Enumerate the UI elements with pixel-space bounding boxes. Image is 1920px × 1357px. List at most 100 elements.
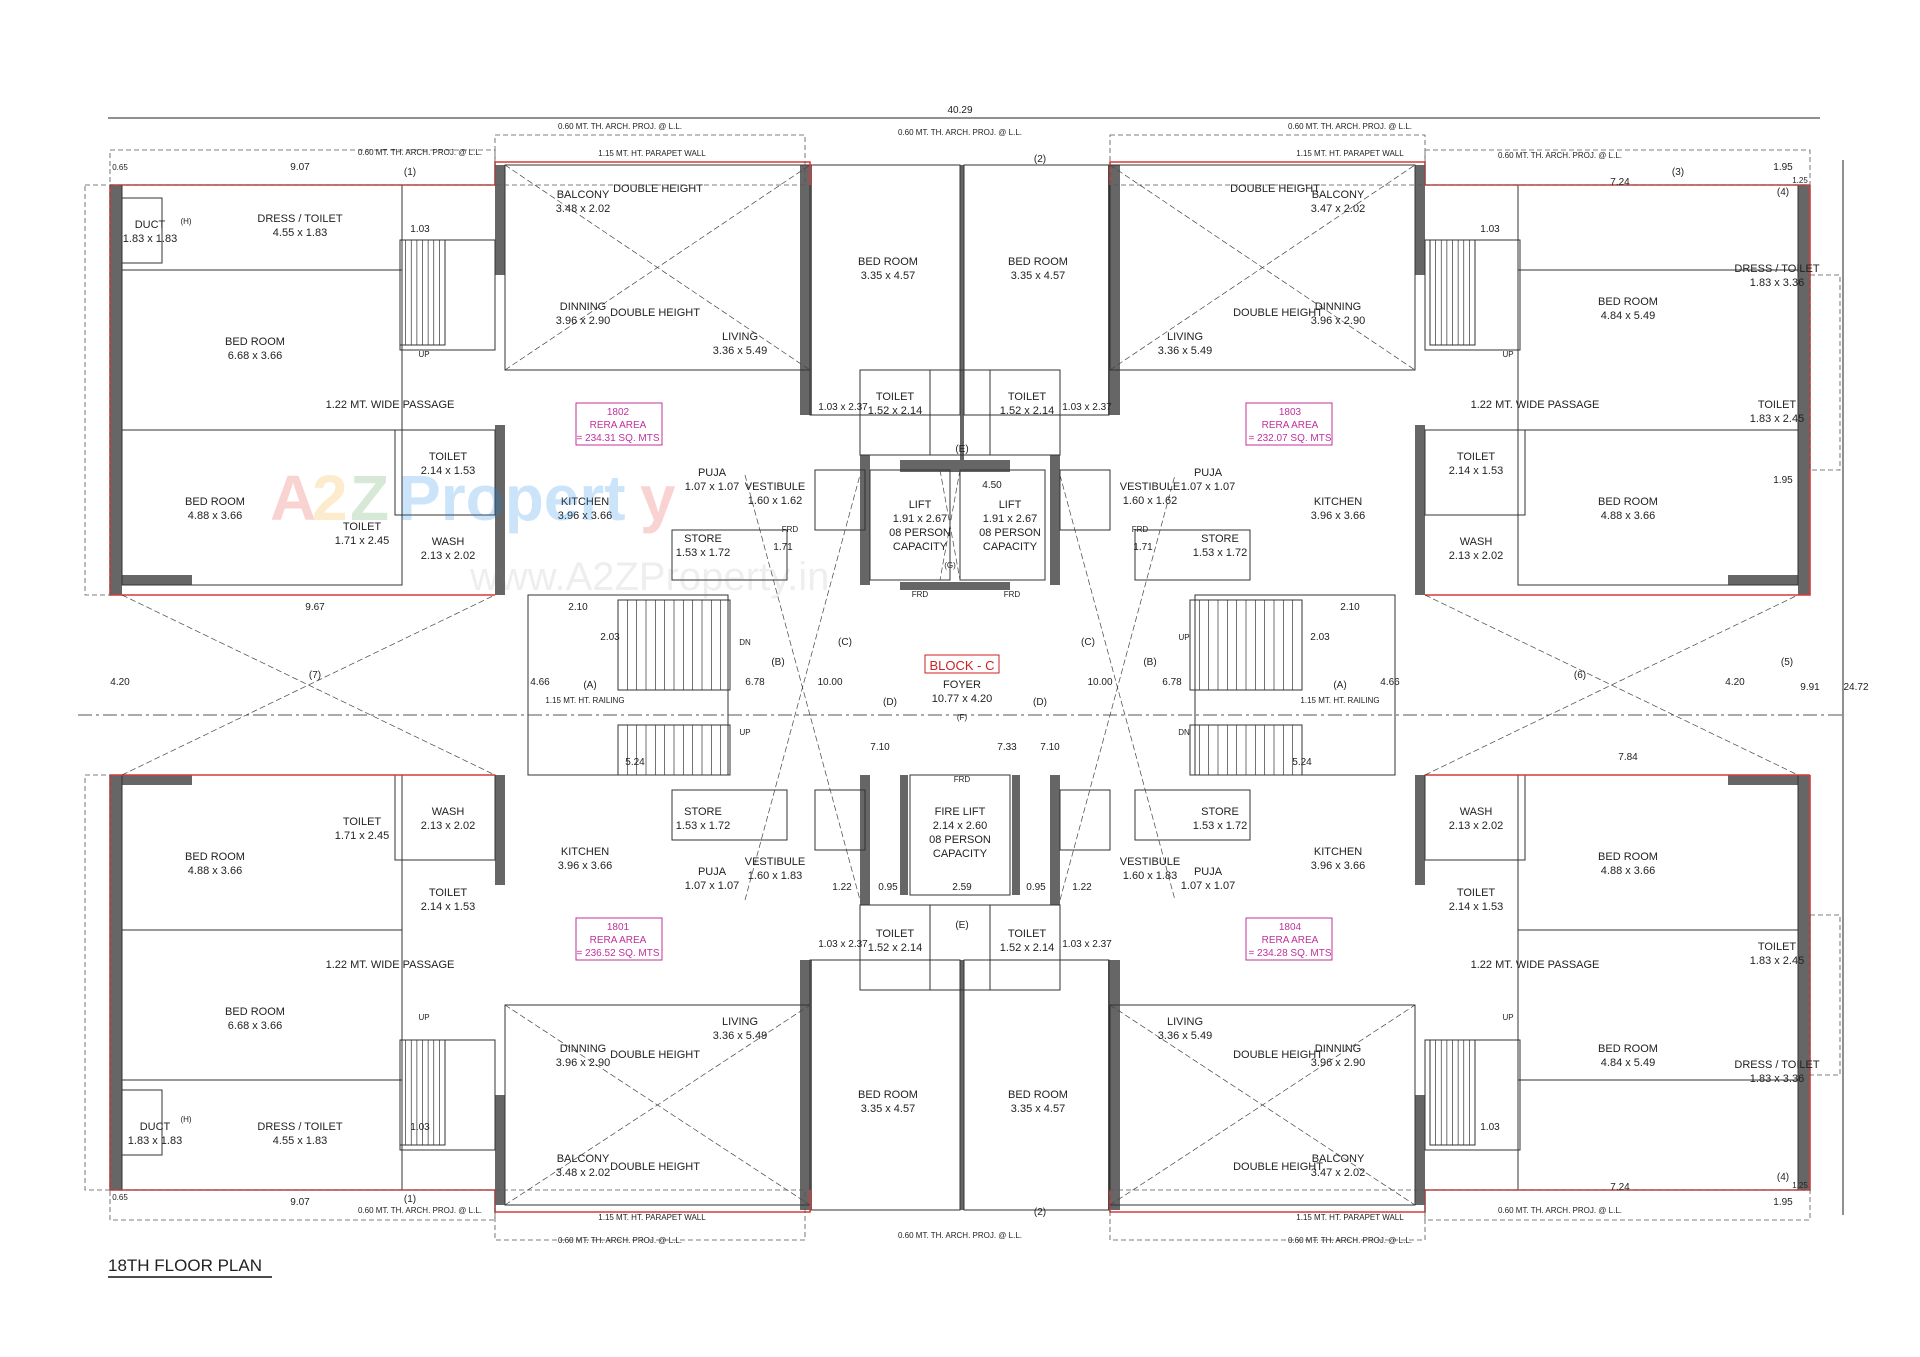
- wall-3: [1798, 775, 1810, 1190]
- label-labels-double_height: DOUBLE HEIGHT: [1233, 307, 1323, 319]
- label-dims-d1000: 10.00: [817, 677, 842, 688]
- wall-13: [1050, 455, 1060, 585]
- label-units-1-no: 1803: [1279, 407, 1302, 418]
- label-dims-d171: 1.71: [773, 542, 793, 553]
- room-outline-44: [1424, 239, 1521, 351]
- svg-text:A: A: [270, 462, 316, 534]
- label-rooms-duct_h-name: DUCT: [140, 1121, 171, 1133]
- label-rooms-balcony_r-name: BALCONY: [1312, 1153, 1365, 1165]
- label-labels-up: UP: [1178, 633, 1189, 642]
- label-rooms-bed_mid-name: BED ROOM: [185, 851, 245, 863]
- label-rooms-living-size: 3.36 x 5.49: [1158, 345, 1212, 357]
- label-dims-d420: 4.20: [110, 677, 130, 688]
- label-dims-d195: 1.95: [1773, 162, 1793, 173]
- label-dims-d237: 1.03 x 2.37: [1062, 939, 1112, 950]
- label-rooms-vestibule_b-size: 1.60 x 1.83: [1123, 870, 1177, 882]
- wall-18: [900, 460, 1010, 472]
- label-units-0-rera_label: RERA AREA: [590, 420, 647, 431]
- label-dims-d171: 1.71: [1133, 542, 1153, 553]
- arch-projection-4: [109, 149, 496, 186]
- rera-box-0: [575, 402, 663, 446]
- label-rooms-bed_mid-size: 4.88 x 3.66: [188, 865, 242, 877]
- label-rooms-toilet_c-size: 1.52 x 2.14: [868, 942, 922, 954]
- label-rooms-toilet_a-name: TOILET: [429, 887, 468, 899]
- label-labels-arch_proj: 0.60 MT. TH. ARCH. PROJ. @ L.L.: [1288, 122, 1412, 131]
- room-outline-11: [1517, 1079, 1799, 1191]
- label-rooms-toilet_c-size: 1.52 x 2.14: [868, 405, 922, 417]
- label-dims-d710: 7.10: [1040, 742, 1060, 753]
- room-outline-25: [989, 904, 1061, 991]
- label-tags-t1: (1): [404, 1194, 416, 1205]
- label-labels-up: UP: [739, 728, 750, 737]
- label-rooms-toilet_c-size: 1.52 x 2.14: [1000, 942, 1054, 954]
- wall-7: [800, 960, 812, 1210]
- label-dims-d065: 0.65: [112, 1193, 128, 1202]
- label-rooms-dinning-size: 3.96 x 2.90: [556, 1057, 610, 1069]
- label-dims-d103: 1.03: [1480, 224, 1500, 235]
- label-dims-d678: 6.78: [745, 677, 765, 688]
- label-tags-tD: (D): [1033, 697, 1047, 708]
- room-outline-8: [1517, 429, 1799, 586]
- label-rooms-bed_mid-size: 4.88 x 3.66: [1601, 510, 1655, 522]
- room-outline-33: [1134, 789, 1251, 841]
- label-rooms-store-size: 1.53 x 1.72: [1193, 820, 1247, 832]
- label-tags-t5: (5): [1781, 657, 1793, 668]
- plan-title: 18TH FLOOR PLAN: [108, 1256, 262, 1275]
- label-dims-d710: 7.10: [870, 742, 890, 753]
- label-rooms-bed_mid-name: BED ROOM: [1598, 851, 1658, 863]
- wall-8: [1108, 165, 1120, 415]
- arch-projection-7: [1424, 1189, 1811, 1221]
- label-rooms-store-size: 1.53 x 1.72: [676, 820, 730, 832]
- room-outline-10: [1517, 929, 1799, 1081]
- label-rooms-living-size: 3.36 x 5.49: [713, 1030, 767, 1042]
- arch-projection-10: [1809, 274, 1841, 471]
- label-rooms-wash-size: 2.13 x 2.02: [421, 550, 475, 562]
- label-rooms-wash-size: 2.13 x 2.02: [421, 820, 475, 832]
- label-tags-tA: (A): [583, 680, 596, 691]
- label-rooms-living-name: LIVING: [1167, 1016, 1203, 1028]
- label-rooms-wash-size: 2.13 x 2.02: [1449, 550, 1503, 562]
- label-tags-t1: (1): [404, 167, 416, 178]
- label-labels-arch_proj: 0.60 MT. TH. ARCH. PROJ. @ L.L.: [358, 1206, 482, 1215]
- label-rooms-dress_toilet-name: DRESS / TOILET: [257, 1121, 342, 1133]
- label-labels-frd: FRD: [1132, 525, 1149, 534]
- label-rooms-dinning-size: 3.96 x 2.90: [556, 315, 610, 327]
- label-rooms-wash-name: WASH: [1460, 806, 1493, 818]
- watermark-logo: A 2 Z Propert y www.A2ZProperty.in: [270, 462, 829, 599]
- label-dims-d203: 2.03: [600, 632, 620, 643]
- label-dims-d237: 1.03 x 2.37: [1062, 402, 1112, 413]
- label-rooms-toilet_c-name: TOILET: [876, 928, 915, 940]
- label-rooms-bed_mid-name: BED ROOM: [185, 496, 245, 508]
- label-rooms-balcony_r-size: 3.47 x 2.02: [1311, 1167, 1365, 1179]
- label-rooms-kitchen-size: 3.96 x 3.66: [1311, 860, 1365, 872]
- label-rooms-duct_h-name: DUCT: [135, 219, 166, 231]
- wall-1: [110, 775, 122, 1190]
- label-units-3-area: = 234.28 SQ. MTS: [1248, 948, 1331, 959]
- label-dims-d122: 1.22: [832, 882, 852, 893]
- label-labels-railing: 1.15 MT. HT. RAILING: [1300, 696, 1379, 705]
- room-outline-31: [1134, 529, 1251, 581]
- label-tags-t2: (2): [1034, 154, 1046, 165]
- room-outline-38: [869, 469, 951, 581]
- label-dims-d237: 1.03 x 2.37: [818, 402, 868, 413]
- arch-projection-9: [84, 774, 111, 1191]
- label-rooms-dinning-size: 3.96 x 2.90: [1311, 315, 1365, 327]
- room-outline-43: [399, 239, 496, 351]
- svg-text:y: y: [640, 462, 676, 534]
- label-rooms-fire_lift-cap: 08 PERSON: [929, 834, 991, 846]
- label-rooms-kitchen-size: 3.96 x 3.66: [558, 510, 612, 522]
- label-labels-up: UP: [418, 350, 429, 359]
- label-units-0-no: 1802: [607, 407, 630, 418]
- label-rooms-store-name: STORE: [684, 533, 722, 545]
- label-rooms-dinning-name: DINNING: [560, 1043, 606, 1055]
- label-labels-double_height: DOUBLE HEIGHT: [610, 1049, 700, 1061]
- wall-28: [960, 165, 964, 465]
- label-rooms-toilet_b-name: TOILET: [343, 816, 382, 828]
- wall-6: [800, 165, 812, 415]
- arch-projection-1: [1109, 134, 1426, 186]
- label-dims-d103: 1.03: [1480, 1122, 1500, 1133]
- svg-text:Z: Z: [350, 462, 389, 534]
- label-overall-depth: 24.72: [1843, 682, 1868, 693]
- label-labels-frd: FRD: [1004, 590, 1021, 599]
- room-outline-35: [1059, 469, 1111, 531]
